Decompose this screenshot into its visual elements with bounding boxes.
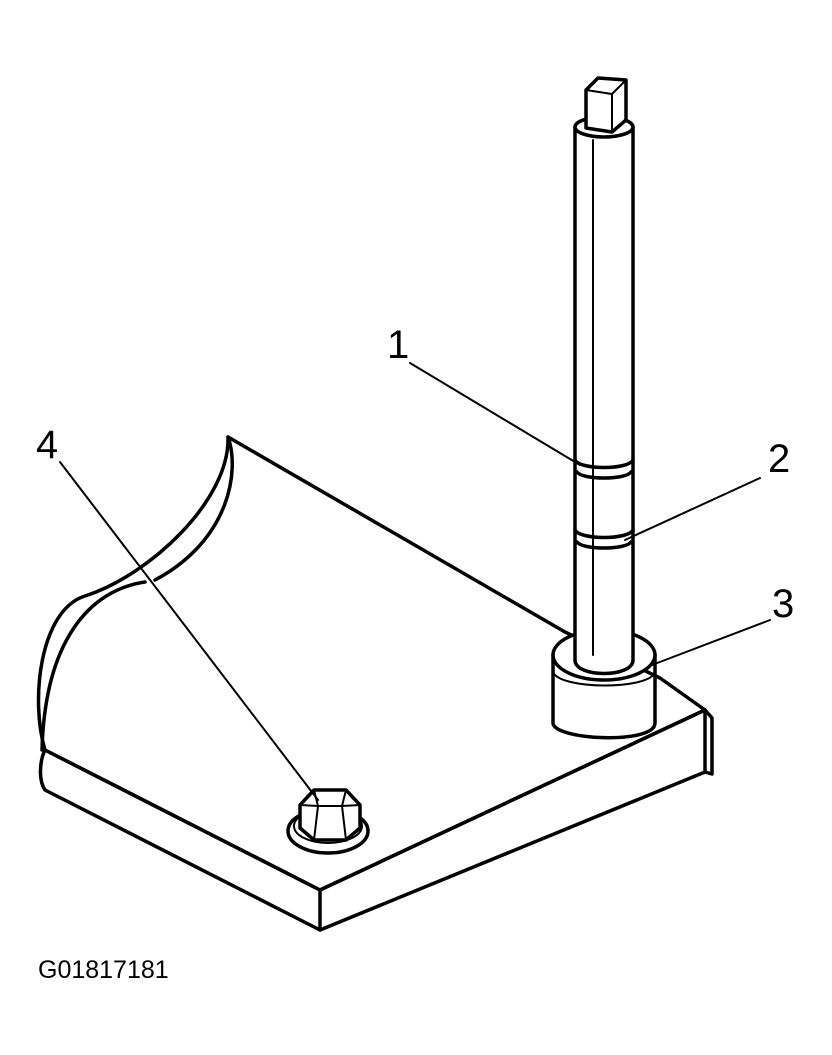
- leader-line-3: [651, 619, 771, 666]
- saddle-surface: [40, 435, 235, 752]
- saddle-curve-inner: [40, 580, 147, 752]
- leader-line-1: [409, 362, 581, 466]
- callout-2: 2: [768, 437, 790, 481]
- alignment-pin: [573, 76, 635, 676]
- hex-bolt: [286, 788, 370, 855]
- leader-line-2: [624, 477, 761, 541]
- saddle-curve-outer: [153, 435, 235, 582]
- base-plate: [36, 435, 714, 932]
- base-plate-front-edge: [38, 748, 322, 932]
- pin-shaft: [573, 125, 635, 676]
- leader-line-4: [59, 461, 319, 801]
- leader-lines: [59, 362, 771, 801]
- callout-4: 4: [36, 423, 58, 467]
- collar-knurl-band: [551, 653, 657, 740]
- callout-3: 3: [772, 582, 794, 626]
- figure-id: G01817181: [38, 956, 169, 984]
- bolt-head: [298, 788, 362, 842]
- pin-groove-lower: [573, 528, 635, 550]
- base-plate-right-edge: [318, 708, 707, 932]
- callout-1: 1: [387, 323, 409, 367]
